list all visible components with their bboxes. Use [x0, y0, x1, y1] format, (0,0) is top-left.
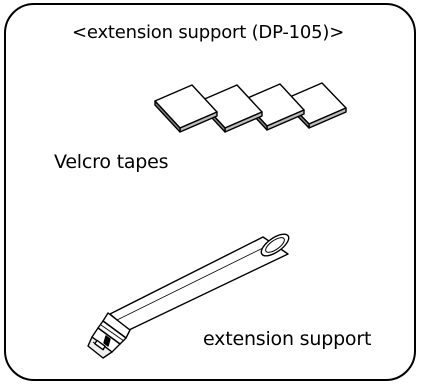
- diagram-title: <extension support (DP-105)>: [72, 22, 345, 43]
- diagram-frame: [4, 3, 416, 381]
- extension-support-label: extension support: [203, 328, 372, 350]
- velcro-tape-1: [154, 84, 218, 133]
- velcro-tapes-label: Velcro tapes: [54, 151, 169, 173]
